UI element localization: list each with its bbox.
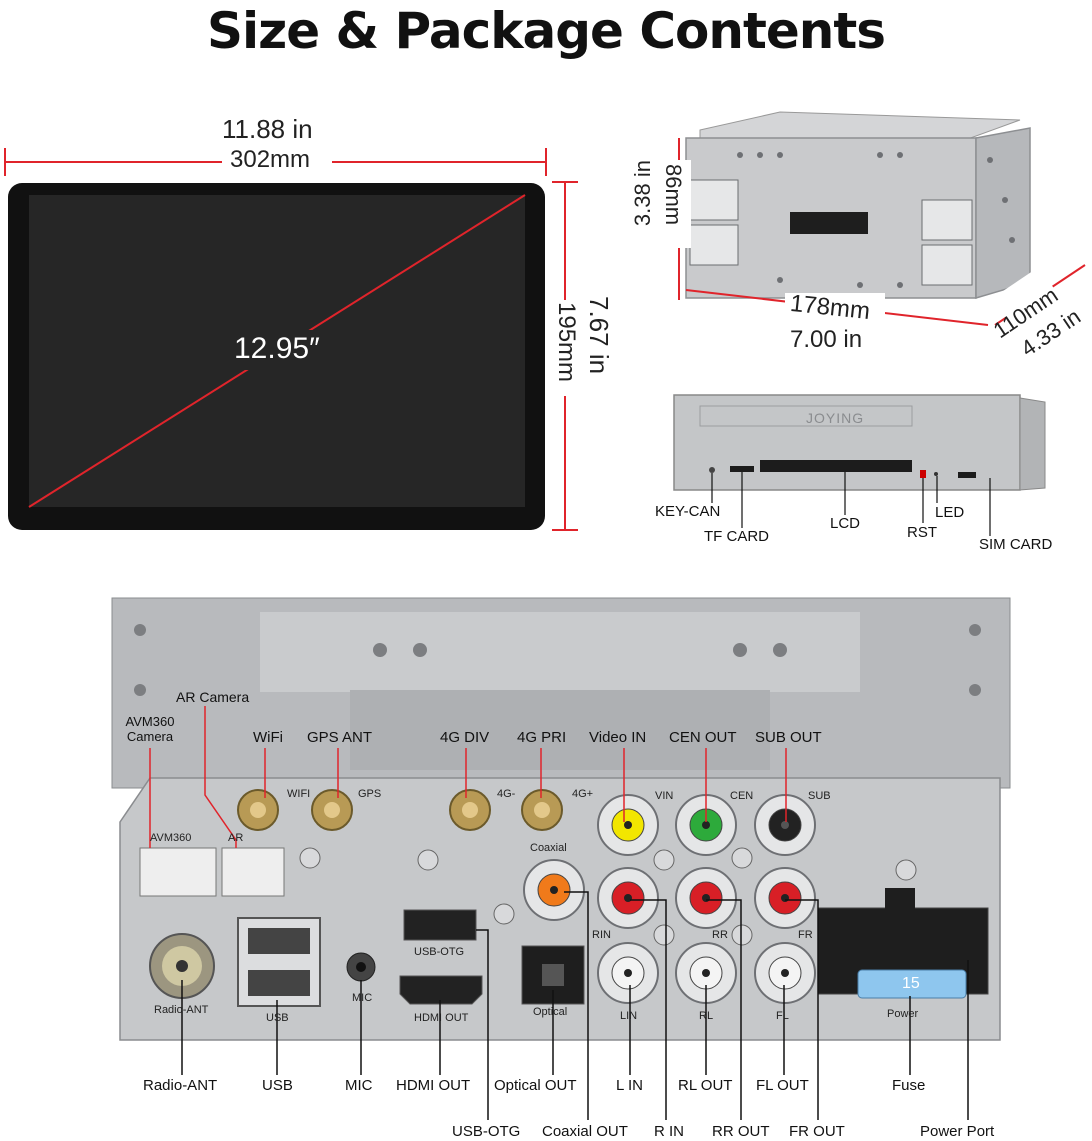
bottom-leader-lines <box>181 891 969 1120</box>
print-usb-otg: USB-OTG <box>414 946 465 958</box>
screen-width-mm: 302mm <box>230 146 311 173</box>
label-radio-ant: Radio-ANT <box>143 1077 218 1094</box>
print-lin: LIN <box>620 1010 638 1022</box>
print-coaxial: Coaxial <box>530 842 567 854</box>
screen-height-mm: 195mm <box>553 302 580 383</box>
label-4g-pri: 4G PRI <box>517 729 567 746</box>
label-hdmi-out: HDMI OUT <box>396 1077 471 1094</box>
print-gps: GPS <box>358 788 382 800</box>
screen-height-in: 7.67 in <box>584 296 614 375</box>
print-vin: VIN <box>655 790 674 802</box>
screen-diagonal: 12.95″ <box>234 332 320 365</box>
print-wifi: WIFI <box>287 788 311 800</box>
print-usb: USB <box>266 1012 289 1024</box>
fuse <box>857 969 967 999</box>
print-rin: RIN <box>592 929 611 941</box>
label-avm360-camera: AVM360 Camera <box>125 714 175 744</box>
page-title: Size & Package Contents <box>206 2 886 60</box>
label-wifi: WiFi <box>253 729 283 746</box>
print-fl: FL <box>776 1010 789 1022</box>
print-fuse-value: 15 <box>902 975 920 992</box>
print-hdmi-out: HDMI OUT <box>414 1012 469 1024</box>
label-fr-out: FR OUT <box>789 1123 845 1140</box>
label-rr-out: RR OUT <box>712 1123 770 1140</box>
label-key-can: KEY-CAN <box>655 503 721 520</box>
print-cen: CEN <box>730 790 754 802</box>
print-ar: AR <box>228 832 244 844</box>
print-rr: RR <box>712 929 728 941</box>
label-tf-card: TF CARD <box>704 528 769 545</box>
print-optical: Optical <box>533 1006 568 1018</box>
cage-width-in: 7.00 in <box>790 326 863 353</box>
label-4g-div: 4G DIV <box>440 729 490 746</box>
label-coaxial-out: Coaxial OUT <box>542 1123 628 1140</box>
label-power-port: Power Port <box>920 1123 995 1140</box>
label-rst: RST <box>907 524 937 541</box>
print-power: Power <box>887 1008 919 1020</box>
print-mic: MIC <box>352 992 373 1004</box>
brand-logo: JOYING <box>806 410 865 426</box>
sma-connectors <box>237 789 563 831</box>
label-ar-camera: AR Camera <box>176 689 250 705</box>
print-fr: FR <box>798 929 813 941</box>
sim-slot <box>958 472 976 478</box>
ar-connector <box>221 847 285 897</box>
print-4g-plus: 4G+ <box>572 788 594 800</box>
label-fl-out: FL OUT <box>756 1077 809 1094</box>
top-leader-lines <box>149 706 787 848</box>
avm360-connector <box>139 847 217 897</box>
print-avm360: AVM360 <box>150 832 192 844</box>
label-r-in: R IN <box>654 1123 684 1140</box>
tf-slot <box>730 466 754 472</box>
label-sub-out: SUB OUT <box>755 729 822 746</box>
print-radio-ant: Radio-ANT <box>154 1004 209 1016</box>
label-rl-out: RL OUT <box>678 1077 733 1094</box>
label-l-in: L IN <box>616 1077 643 1094</box>
label-led: LED <box>935 504 965 521</box>
label-gps-ant: GPS ANT <box>307 729 373 746</box>
label-usb: USB <box>262 1077 293 1094</box>
print-rl: RL <box>699 1010 714 1022</box>
label-optical-out: Optical OUT <box>494 1077 577 1094</box>
label-fuse: Fuse <box>892 1077 926 1094</box>
screen-width-in: 11.88 in <box>222 114 313 144</box>
label-mic: MIC <box>345 1077 373 1094</box>
label-usb-otg: USB-OTG <box>452 1123 521 1140</box>
label-sim-card: SIM CARD <box>979 536 1053 553</box>
label-lcd: LCD <box>830 515 861 532</box>
lcd-connector <box>760 460 912 472</box>
cage-height-mm: 86mm <box>661 164 686 226</box>
print-sub: SUB <box>808 790 831 802</box>
label-video-in: Video IN <box>589 729 647 746</box>
label-cen-out: CEN OUT <box>669 729 737 746</box>
print-4g-minus: 4G- <box>497 788 516 800</box>
